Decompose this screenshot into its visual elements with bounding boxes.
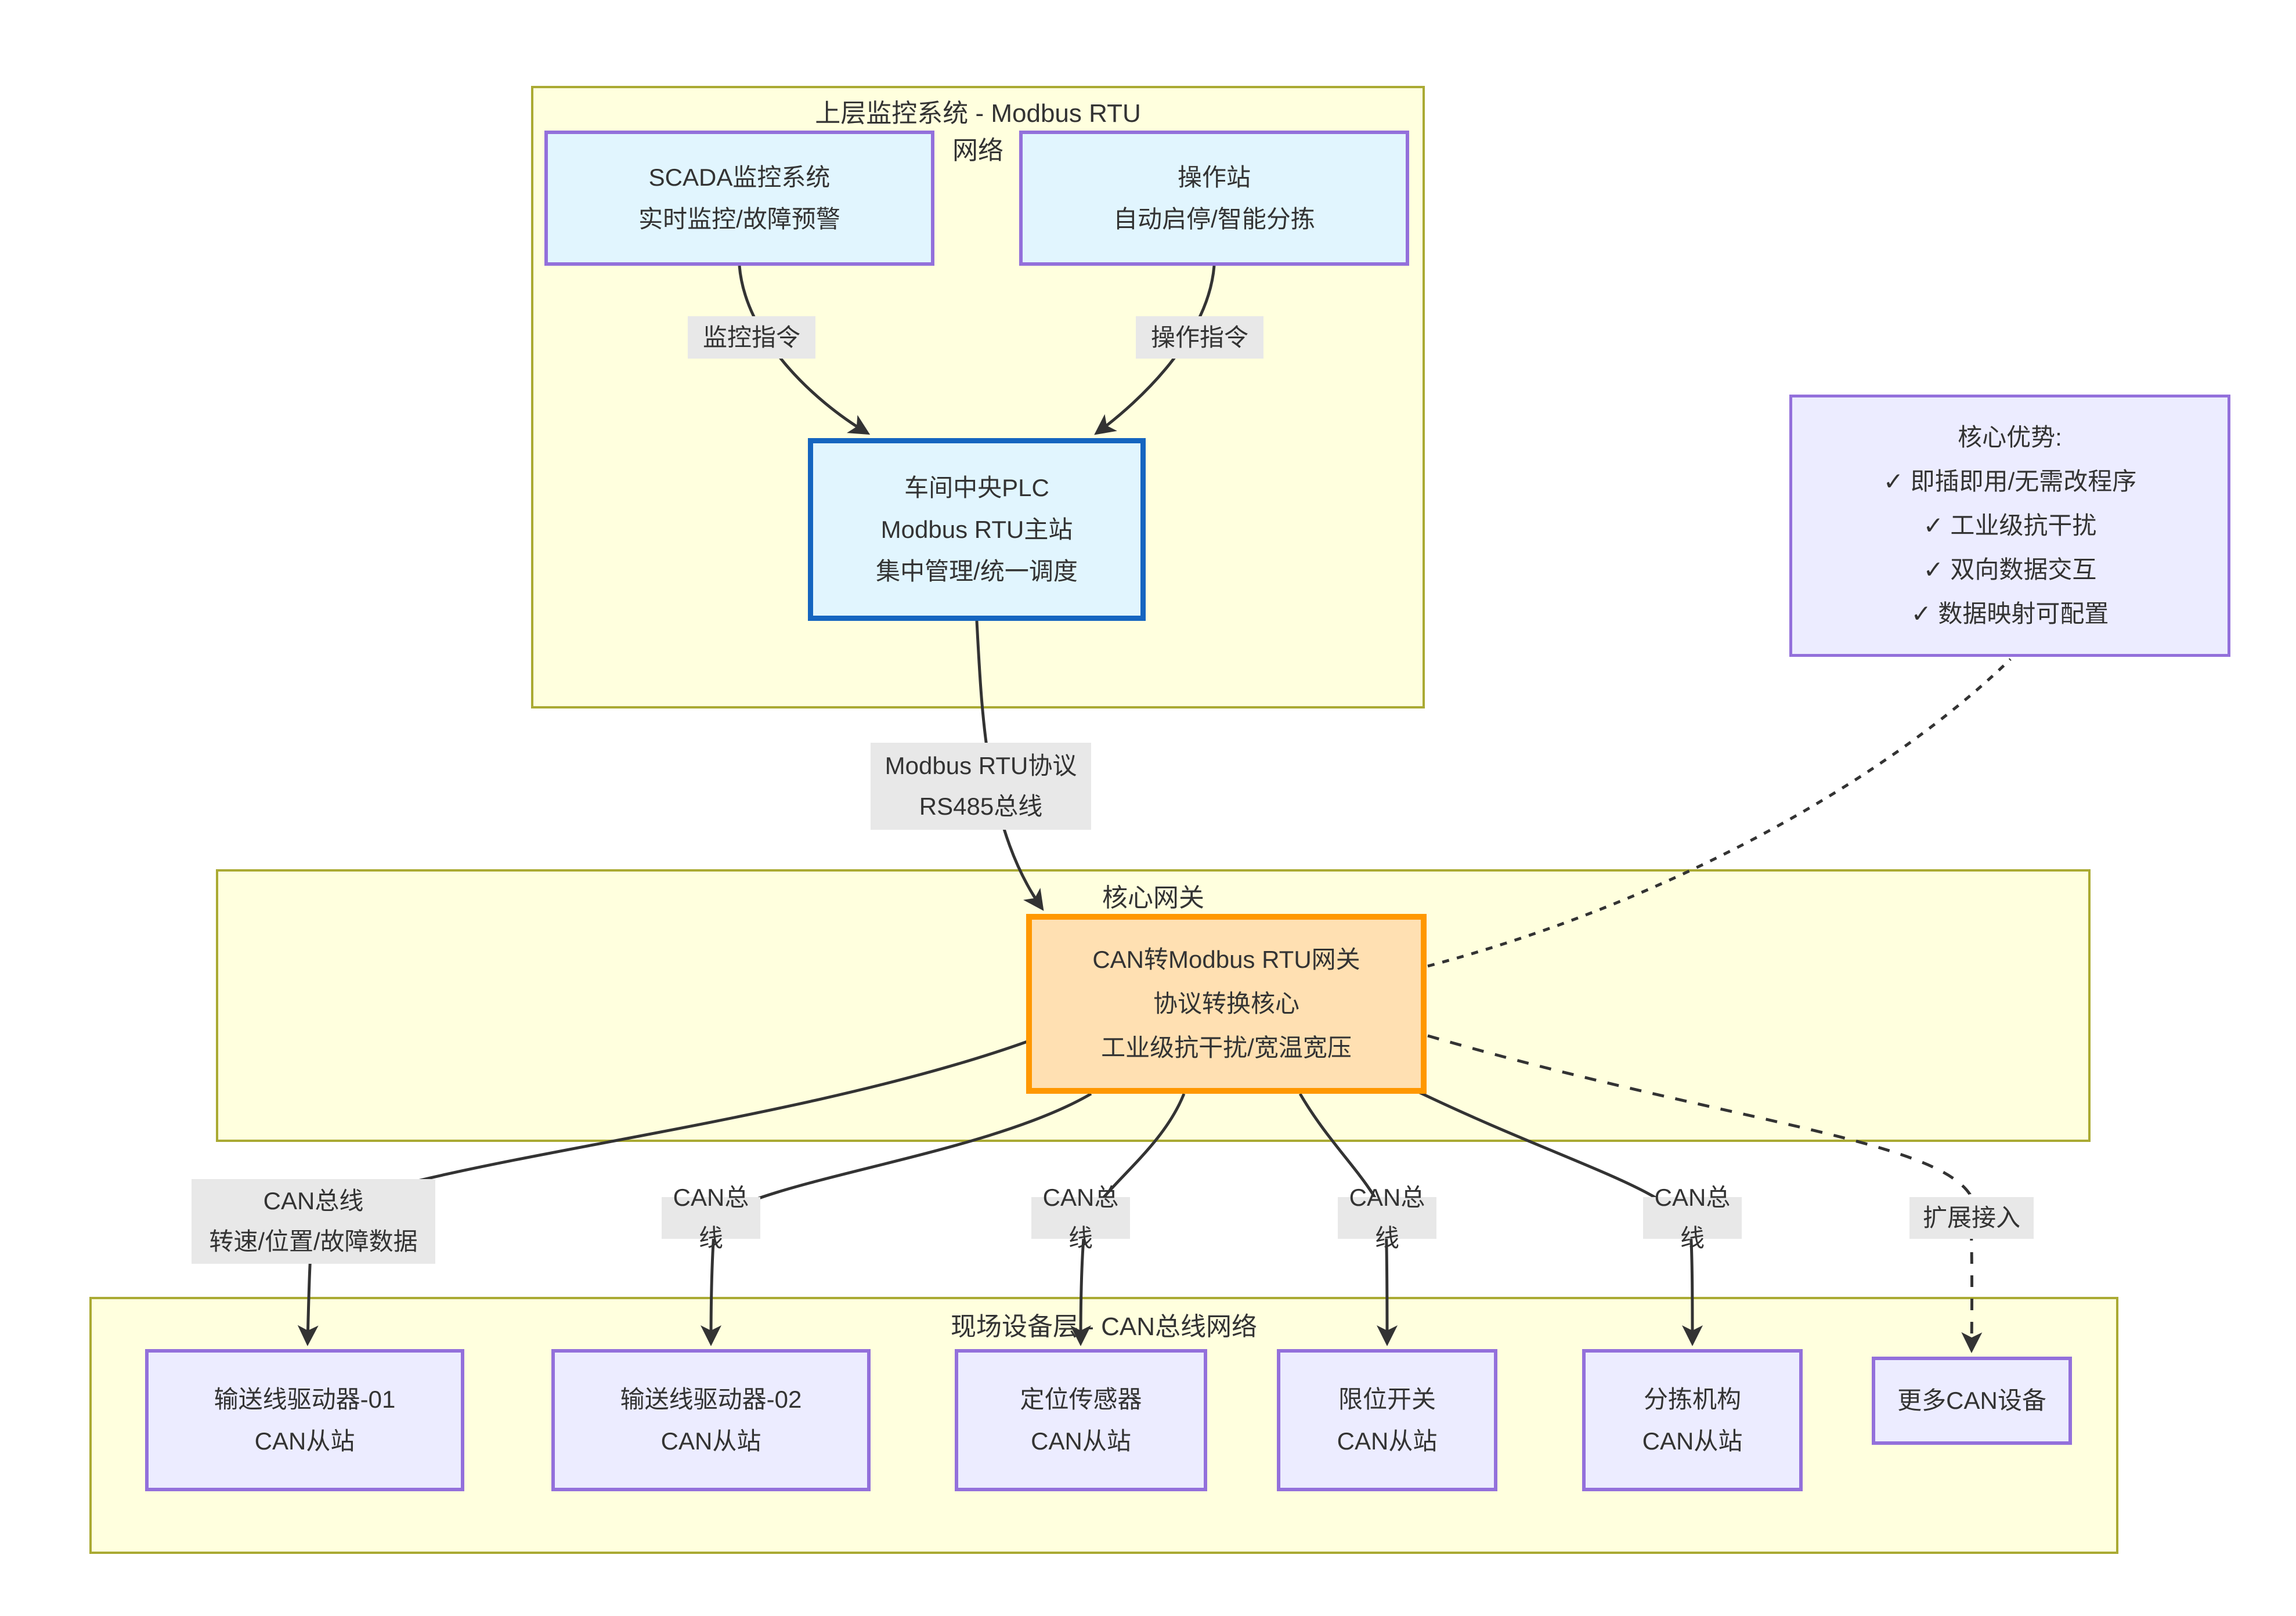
advantages-item-1: ✓ 即插即用/无需改程序: [1883, 468, 2137, 495]
edge-label-operate-command-text: 操作指令: [1150, 323, 1248, 351]
driver02-line1: 输送线驱动器-02: [620, 1385, 802, 1413]
edge-label-expand-access: 扩展接入: [1909, 1197, 2034, 1239]
edge-operator-to-plc: [1094, 265, 1216, 435]
edge-label-can-bus-4-text: CAN总线: [1349, 1184, 1425, 1252]
limit-switch-line1: 限位开关: [1338, 1385, 1436, 1413]
position-sensor-line2: CAN从站: [1031, 1427, 1131, 1455]
edge-label-can-bus-5: CAN总线: [1643, 1184, 1742, 1252]
edge-gateway-to-driver01: [297, 1040, 1028, 1346]
node-sorting-mechanism: 分拣机构 CAN从站: [1582, 1349, 1803, 1491]
edge-label-monitor-command: 监控指令: [688, 316, 815, 359]
node-plc-line2: Modbus RTU主站: [880, 515, 1073, 543]
edge-label-can-bus-3-text: CAN总线: [1042, 1184, 1119, 1252]
subgraph-field-title: 现场设备层 - CAN总线网络: [951, 1313, 1257, 1341]
edge-label-modbus-line2: RS485总线: [919, 793, 1043, 820]
edge-label-operate-command: 操作指令: [1136, 316, 1263, 359]
node-operator-line1: 操作站: [1177, 163, 1251, 191]
subgraph-upper-title-line2: 网络: [952, 136, 1003, 165]
node-scada-line1: SCADA监控系统: [648, 163, 831, 191]
advantages-item-4: ✓ 数据映射可配置: [1911, 600, 2109, 627]
edge-label-can-bus-2-text: CAN总线: [673, 1184, 749, 1252]
edge-gateway-to-driver02: [701, 1092, 1092, 1346]
node-can-modbus-gateway: CAN转Modbus RTU网关 协议转换核心 工业级抗干扰/宽温宽压: [1026, 914, 1427, 1094]
subgraph-core-title: 核心网关: [1102, 884, 1204, 912]
node-conveyor-driver-01: 输送线驱动器-01 CAN从站: [145, 1349, 464, 1491]
node-position-sensor: 定位传感器 CAN从站: [955, 1349, 1207, 1491]
subgraph-upper-title-line1: 上层监控系统 - Modbus RTU: [815, 99, 1141, 128]
node-plc-line3: 集中管理/统一调度: [876, 557, 1078, 585]
sorting-mech-line2: CAN从站: [1642, 1427, 1743, 1455]
edge-label-can-bus-4: CAN总线: [1338, 1184, 1436, 1252]
node-operator-line2: 自动启停/智能分拣: [1113, 205, 1315, 233]
node-more-can-devices: 更多CAN设备: [1872, 1357, 2072, 1445]
node-scada-system: SCADA监控系统 实时监控/故障预警: [544, 131, 934, 266]
edge-label-modbus-protocol: Modbus RTU协议 RS485总线: [871, 743, 1091, 830]
limit-switch-line2: CAN从站: [1337, 1427, 1438, 1455]
node-gateway-line2: 协议转换核心: [1153, 990, 1299, 1017]
advantages-item-2: ✓ 工业级抗干扰: [1923, 512, 2097, 539]
more-devices-line1: 更多CAN设备: [1897, 1387, 2046, 1414]
edge-label-can-bus-3: CAN总线: [1031, 1184, 1130, 1252]
edge-label-can-bus-1-line2: 转速/位置/故障数据: [209, 1228, 418, 1255]
edge-label-can-bus-2: CAN总线: [662, 1184, 760, 1252]
edge-label-can-bus-1: CAN总线 转速/位置/故障数据: [192, 1179, 435, 1264]
node-gateway-line3: 工业级抗干扰/宽温宽压: [1101, 1034, 1352, 1061]
node-core-advantages: 核心优势: ✓ 即插即用/无需改程序 ✓ 工业级抗干扰 ✓ 双向数据交互 ✓ 数…: [1789, 395, 2230, 657]
node-limit-switch: 限位开关 CAN从站: [1277, 1349, 1497, 1491]
edge-gateway-to-advantages-dotted: [1427, 658, 2012, 968]
advantages-title: 核心优势:: [1958, 424, 2062, 451]
edge-label-modbus-line1: Modbus RTU协议: [885, 752, 1077, 779]
edge-label-monitor-command-text: 监控指令: [702, 323, 800, 351]
edge-label-expand-access-text: 扩展接入: [1922, 1204, 2020, 1231]
driver01-line1: 输送线驱动器-01: [214, 1385, 396, 1413]
node-central-plc: 车间中央PLC Modbus RTU主站 集中管理/统一调度: [808, 438, 1146, 621]
node-scada-line2: 实时监控/故障预警: [638, 205, 840, 233]
sorting-mech-line1: 分拣机构: [1643, 1385, 1741, 1413]
subgraph-upper-title: 上层监控系统 - Modbus RTU 网络: [533, 95, 1423, 169]
driver02-line2: CAN从站: [660, 1427, 761, 1455]
node-conveyor-driver-02: 输送线驱动器-02 CAN从站: [551, 1349, 871, 1491]
edge-gateway-to-more-devices-dashed: [1427, 1034, 1983, 1353]
advantages-item-3: ✓ 双向数据交互: [1923, 556, 2097, 583]
edge-scada-to-plc: [738, 265, 871, 435]
node-operator-station: 操作站 自动启停/智能分拣: [1019, 131, 1409, 266]
position-sensor-line1: 定位传感器: [1020, 1385, 1142, 1413]
driver01-line2: CAN从站: [254, 1427, 355, 1455]
node-plc-line1: 车间中央PLC: [904, 473, 1049, 501]
node-gateway-line1: CAN转Modbus RTU网关: [1092, 946, 1360, 973]
edge-label-can-bus-1-line1: CAN总线: [263, 1187, 364, 1214]
edge-label-can-bus-5-text: CAN总线: [1654, 1184, 1731, 1252]
